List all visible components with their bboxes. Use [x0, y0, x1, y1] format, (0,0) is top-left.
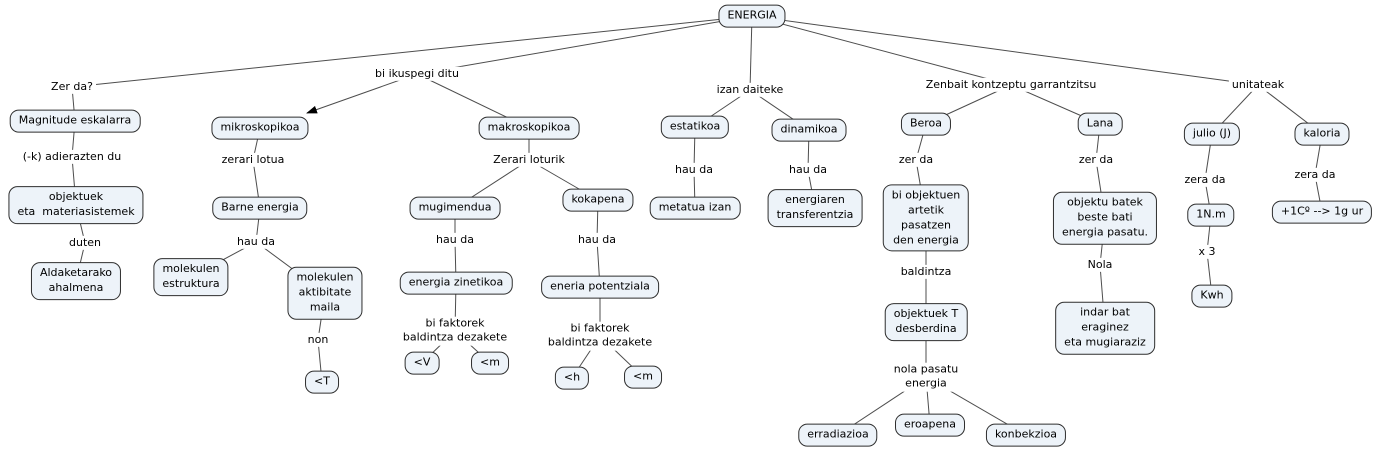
link-label-l_non: non — [304, 332, 332, 348]
concept-node-konbekzioa[interactable]: konbekzioa — [985, 423, 1067, 447]
link-label-l_nola: Nola — [1084, 257, 1116, 273]
link-label-l_izandaiteke: izan daiteke — [713, 82, 787, 98]
concept-node-mikroskopikoa[interactable]: mikroskopikoa — [211, 116, 309, 140]
link-label-l_duten: duten — [65, 235, 105, 251]
link-label-l_zerada2: zera da — [1291, 167, 1339, 183]
link-label-l_unitateak: unitateak — [1228, 77, 1288, 93]
concept-node-makroskopikoa[interactable]: makroskopikoa — [478, 116, 580, 140]
edge-energia-l_zenbait — [751, 15, 1012, 86]
link-label-l_baldintza: baldintza — [897, 264, 955, 280]
concept-node-objektuek[interactable]: objektuek eta materiasistemek — [8, 186, 144, 224]
concept-node-m2[interactable]: <m — [624, 365, 662, 389]
concept-node-kwh[interactable]: Kwh — [1191, 284, 1233, 308]
link-label-l_zerda2: zer da — [895, 152, 937, 168]
concept-node-julio[interactable]: julio (J) — [1183, 122, 1241, 146]
concept-node-energia[interactable]: ENERGIA — [718, 4, 786, 28]
link-label-l_zerarilotua: zerari lotua — [218, 152, 288, 168]
concept-node-indarbat[interactable]: indar bat eraginez eta mugiaraziz — [1055, 301, 1155, 355]
concept-node-objektuekt[interactable]: objektuek T desberdina — [884, 303, 968, 341]
concept-node-t[interactable]: <T — [305, 370, 339, 394]
concept-node-magnitude[interactable]: Magnitude eskalarra — [9, 109, 141, 133]
concept-node-m1[interactable]: <m — [471, 351, 509, 375]
link-label-l_hauda2: hau da — [433, 232, 477, 248]
concept-node-c1g[interactable]: +1Cº --> 1g ur — [1271, 200, 1373, 224]
concept-node-kokapena[interactable]: kokapena — [562, 188, 634, 212]
concept-node-beroa[interactable]: Beroa — [900, 112, 952, 136]
concept-node-objektubatek[interactable]: objektu batek beste bati energia pasatu. — [1052, 191, 1158, 245]
concept-node-mugimendua[interactable]: mugimendua — [409, 196, 501, 220]
concept-node-biobjektuen[interactable]: bi objektuen artetik pasatzen den energi… — [882, 184, 970, 252]
concept-node-barne[interactable]: Barne energia — [212, 196, 308, 220]
concept-node-erradiazioa[interactable]: erradiazioa — [798, 423, 878, 447]
concept-node-metatua[interactable]: metatua izan — [649, 196, 741, 220]
concept-node-molestruktura[interactable]: molekulen estruktura — [153, 258, 229, 296]
concept-node-zinetikoa[interactable]: energia zinetikoa — [399, 271, 513, 295]
concept-node-transferentzia[interactable]: energiaren transferentzia — [767, 189, 863, 227]
link-label-l_hauda1: hau da — [234, 234, 278, 250]
link-label-l_biikuspegi: bi ikuspegi ditu — [372, 66, 462, 82]
concept-node-aldaketarako[interactable]: Aldaketarako ahalmena — [30, 262, 122, 300]
edge-energia-l_biikuspegi — [416, 15, 753, 75]
concept-node-molaktibitate[interactable]: molekulen aktibitate maila — [287, 266, 363, 320]
concept-node-nm[interactable]: 1N.m — [1187, 203, 1235, 227]
concept-node-eroapena[interactable]: eroapena — [895, 413, 965, 437]
link-label-l_zerada1: zera da — [1181, 172, 1229, 188]
edge-energia-l_zerda — [71, 15, 753, 88]
link-label-l_zerda3: zer da — [1075, 152, 1117, 168]
concept-node-h[interactable]: <h — [554, 366, 590, 390]
link-label-l_bifaktorek2: bi faktorek baldintza dezakete — [544, 321, 656, 351]
link-label-l_zerda: Zer da? — [48, 79, 96, 95]
link-label-l_hauda4: hau da — [672, 162, 716, 178]
concept-node-v[interactable]: <V — [404, 351, 440, 375]
edge-energia-l_unitateak — [751, 15, 1259, 86]
link-label-l_zerariloturik: Zerari loturik — [490, 152, 568, 168]
concept-node-dinamikoa[interactable]: dinamikoa — [771, 118, 847, 142]
edge-energia-l_izandaiteke — [749, 15, 753, 91]
concept-node-kaloria[interactable]: kaloria — [1294, 122, 1350, 146]
link-label-l_hauda5: hau da — [786, 162, 830, 178]
concept-node-estatikoa[interactable]: estatikoa — [660, 115, 730, 139]
concept-node-lana[interactable]: Lana — [1077, 112, 1123, 136]
link-label-l_zenbait: Zenbait kontzeptu garrantzitsu — [922, 77, 1100, 93]
link-label-l_nolapasatu: nola pasatu energia — [890, 362, 962, 392]
link-label-l_adierazten: (-k) adierazten du — [19, 149, 125, 165]
link-label-l_x3: x 3 — [1195, 244, 1219, 260]
concept-node-potentziala[interactable]: eneria potentziala — [541, 275, 659, 299]
link-label-l_bifaktorek1: bi faktorek baldintza dezakete — [399, 316, 511, 346]
link-label-l_hauda3: hau da — [575, 232, 619, 248]
